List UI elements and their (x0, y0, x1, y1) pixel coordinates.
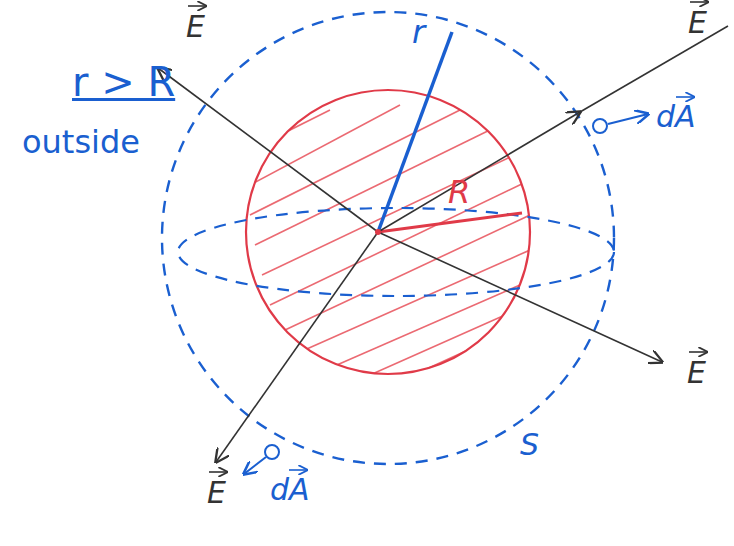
condition-label: r > R (72, 62, 175, 102)
area-label: dA (270, 475, 310, 505)
area-vector (244, 457, 266, 474)
radius-R (378, 213, 522, 232)
area-label: dA (656, 102, 696, 132)
field-label: E (207, 478, 226, 508)
area-element (265, 445, 279, 459)
center-dot (375, 229, 381, 235)
field-label: E (688, 8, 707, 38)
gaussian-surface (162, 12, 614, 464)
field-label: E (687, 358, 706, 388)
area-vector (608, 114, 648, 124)
radius-label: r (412, 16, 425, 48)
field-lines (158, 26, 728, 462)
region-label: outside (22, 126, 140, 158)
vector-arrows (289, 97, 694, 470)
surface-label: S (520, 430, 539, 460)
area-element (593, 119, 607, 133)
charged-sphere (246, 90, 530, 374)
radius-label: R (448, 176, 470, 208)
hatching (250, 105, 530, 375)
vector-arrows (188, 2, 708, 472)
field-label: E (186, 12, 205, 42)
radius-r (378, 32, 452, 232)
